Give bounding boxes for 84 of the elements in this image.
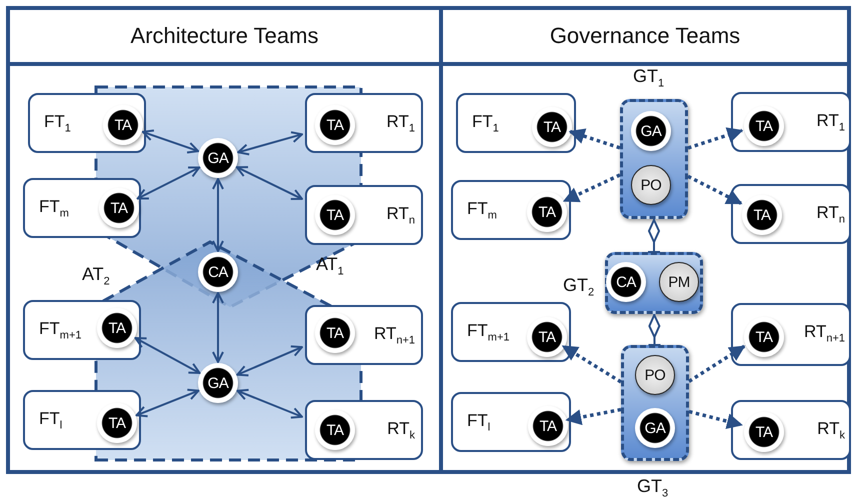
team-box bbox=[451, 302, 571, 362]
role-label: TA bbox=[755, 118, 773, 134]
role-label: TA bbox=[108, 320, 126, 336]
arrow bbox=[236, 388, 303, 419]
role-label: TA bbox=[753, 206, 771, 224]
role-label: CA bbox=[616, 274, 636, 290]
role-circle bbox=[527, 192, 567, 232]
team-label: FT$_{m}$ bbox=[39, 197, 69, 220]
team-label: FT$_{l}$ bbox=[467, 411, 490, 434]
role-label: TA bbox=[539, 418, 557, 434]
team-box bbox=[451, 392, 571, 452]
arrow bbox=[688, 344, 746, 383]
role-label: TA bbox=[110, 200, 128, 216]
role-circle bbox=[744, 317, 784, 357]
role-label: PO bbox=[640, 176, 662, 194]
role-circle bbox=[532, 107, 572, 147]
aggregation-connector bbox=[648, 314, 662, 346]
team-label: RT$_{n}$ bbox=[816, 203, 845, 226]
team-label: RT$_{k}$ bbox=[817, 419, 845, 442]
arrow bbox=[136, 166, 200, 200]
team-box bbox=[731, 92, 851, 152]
arrow bbox=[136, 388, 200, 418]
arrow bbox=[212, 178, 224, 252]
team-label: RT$_{1}$ bbox=[816, 111, 845, 134]
role-label: TA bbox=[326, 206, 344, 224]
arrow bbox=[236, 345, 303, 376]
arrow bbox=[562, 344, 622, 384]
team-label: RT$_{n}$ bbox=[386, 204, 415, 226]
role-label: GA bbox=[644, 420, 666, 436]
role-label: TA bbox=[543, 118, 561, 136]
arrow bbox=[562, 173, 621, 203]
team-label: RT$_{n+1}$ bbox=[804, 322, 845, 344]
panel-heading: Architecture Teams bbox=[130, 22, 320, 50]
team-label: FT$_{m}$ bbox=[467, 199, 497, 222]
role-label: TA bbox=[538, 204, 556, 220]
arrow bbox=[142, 129, 200, 154]
role-circle bbox=[527, 317, 567, 357]
role-label: TA bbox=[755, 328, 773, 346]
team-box bbox=[731, 184, 851, 244]
team-box bbox=[731, 303, 851, 366]
role-label: GA bbox=[208, 374, 228, 392]
arrow bbox=[134, 337, 201, 374]
group-label: GT$_{2}$ bbox=[563, 275, 594, 299]
role-label: TA bbox=[755, 424, 773, 440]
role-label: TA bbox=[326, 116, 344, 134]
arrow bbox=[565, 408, 622, 426]
role-label: TA bbox=[114, 116, 132, 134]
arrow bbox=[236, 166, 303, 200]
team-box bbox=[451, 180, 571, 240]
role-label: TA bbox=[108, 414, 126, 432]
group-label: GT$_{1}$ bbox=[633, 66, 664, 90]
team-box bbox=[456, 93, 576, 153]
team-label: FT$_{m+1}$ bbox=[467, 321, 510, 344]
arrow bbox=[212, 292, 224, 363]
aggregation-connector bbox=[647, 219, 661, 253]
arrow bbox=[688, 410, 743, 430]
role-circle bbox=[744, 106, 784, 146]
role-circle bbox=[528, 406, 568, 446]
role-label: TA bbox=[538, 328, 556, 346]
team-label: FT$_{l}$ bbox=[39, 409, 62, 432]
team-label: RT$_{n+1}$ bbox=[374, 324, 415, 346]
region-label: AT$_{1}$ bbox=[316, 254, 344, 278]
role-circle bbox=[742, 195, 782, 235]
arrow bbox=[687, 127, 744, 150]
role-label: PO bbox=[644, 366, 666, 384]
team-label: RT$_{k}$ bbox=[387, 419, 415, 442]
team-box bbox=[731, 400, 851, 460]
role-label: GA bbox=[208, 150, 228, 166]
arrow bbox=[237, 131, 303, 156]
team-label: FT$_{m+1}$ bbox=[39, 319, 82, 342]
arrow bbox=[568, 128, 621, 150]
region-label: AT$_{2}$ bbox=[82, 264, 110, 288]
role-label: TA bbox=[326, 422, 344, 438]
role-label: GA bbox=[640, 122, 662, 140]
role-circle bbox=[744, 412, 784, 452]
role-label: TA bbox=[326, 324, 344, 342]
role-label: PM bbox=[668, 274, 690, 290]
team-label: FT$_{1}$ bbox=[44, 112, 71, 134]
arrow bbox=[687, 174, 742, 206]
role-label: CA bbox=[208, 264, 228, 280]
team-label: RT$_{1}$ bbox=[386, 112, 415, 134]
group-label: GT$_{3}$ bbox=[637, 476, 668, 500]
team-label: FT$_{1}$ bbox=[472, 112, 499, 134]
panel-heading: Governance Teams bbox=[548, 22, 742, 50]
